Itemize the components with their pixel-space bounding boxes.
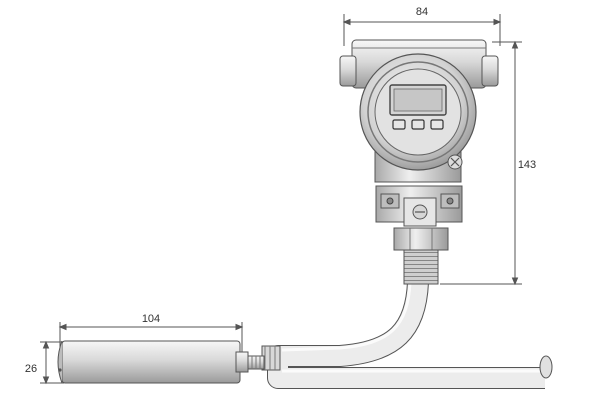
button-middle [411, 119, 425, 130]
threaded-connector [403, 249, 439, 285]
probe-length-dimension [58, 322, 244, 352]
probe-sensor [57, 340, 265, 384]
height-dimension [440, 40, 522, 286]
button-left [392, 119, 406, 130]
probe-diameter-label: 26 [25, 363, 37, 375]
button-right [430, 119, 444, 130]
cable [261, 281, 553, 389]
width-label: 84 [416, 6, 428, 18]
transmitter-housing [339, 39, 499, 285]
height-label: 143 [518, 159, 536, 171]
probe-length-label: 104 [142, 313, 160, 325]
width-dimension [342, 14, 502, 46]
probe-diameter-dimension [40, 340, 64, 385]
